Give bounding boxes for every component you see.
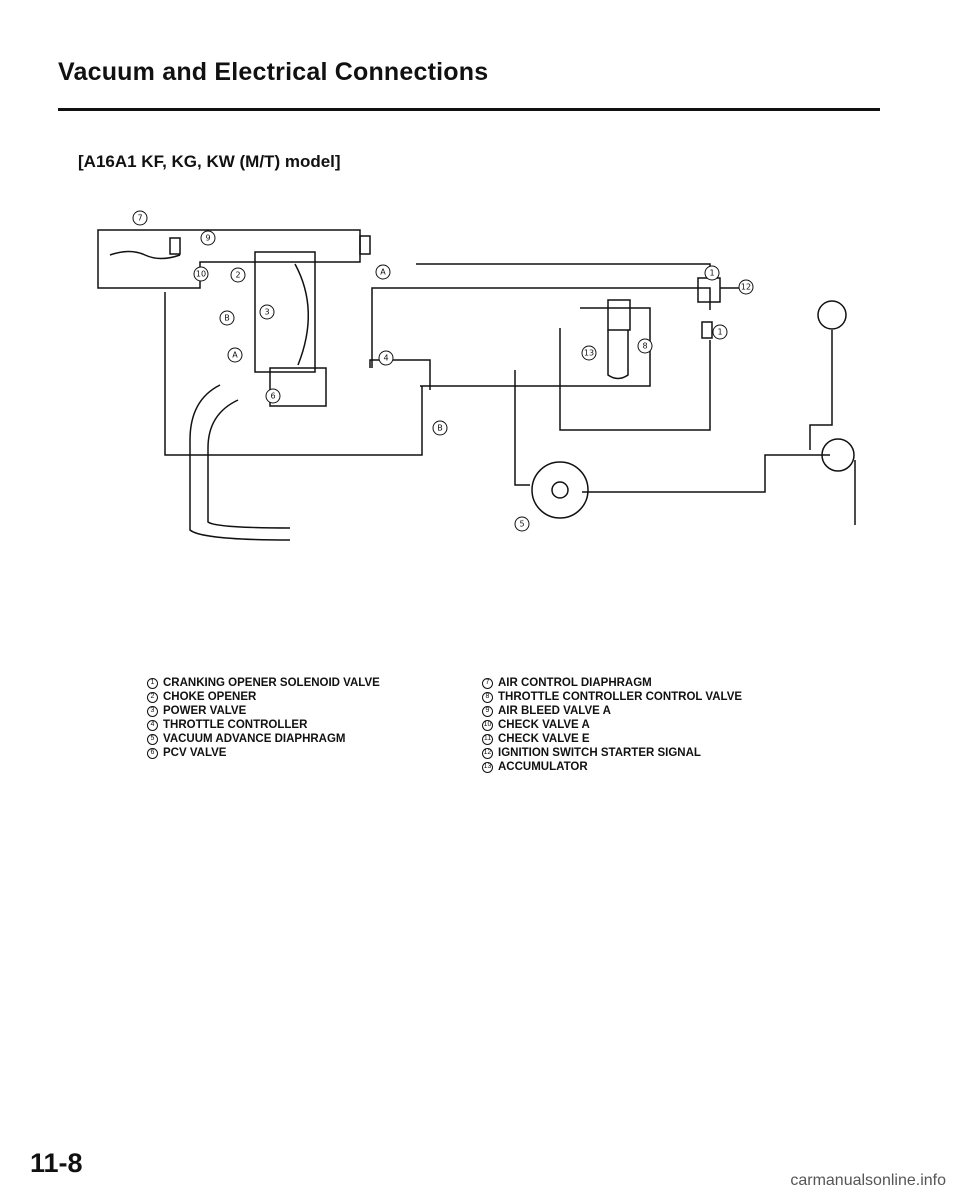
- callout-13: 13: [584, 349, 594, 358]
- legend-number: 7: [482, 677, 493, 689]
- throttle-controller-control-valve: [607, 299, 631, 331]
- pcv-housing: [269, 367, 327, 407]
- page-title: Vacuum and Electrical Connections: [58, 58, 489, 86]
- legend-number: 13: [482, 761, 493, 773]
- legend-label: AIR BLEED VALVE A: [498, 705, 611, 717]
- callout-5: 5: [519, 520, 524, 529]
- callout-1-top: 1: [709, 269, 714, 278]
- legend-number: 6: [147, 747, 158, 759]
- callout-1-lower: 1: [717, 328, 722, 337]
- legend-item: 2 CHOKE OPENER: [147, 690, 380, 704]
- callout-6: 6: [270, 392, 275, 401]
- legend-number: 12: [482, 747, 493, 759]
- vacuum-line-throttle: [369, 359, 431, 390]
- vacuum-line-upper: [416, 263, 711, 278]
- legend-item: 5 VACUUM ADVANCE DIAPHRAGM: [147, 732, 380, 746]
- cranking-opener-solenoid-valve: [697, 277, 721, 303]
- legend-number: 3: [147, 705, 158, 717]
- vacuum-line-mid: [420, 307, 651, 387]
- callout-a-left: A: [232, 351, 238, 360]
- legend-item: 4 THROTTLE CONTROLLER: [147, 718, 380, 732]
- carburetor-body: [254, 251, 316, 373]
- legend-item: 13 ACCUMULATOR: [482, 760, 742, 774]
- legend-label: PCV VALVE: [163, 747, 227, 759]
- legend-number: 5: [147, 733, 158, 745]
- accumulator: [607, 330, 629, 380]
- vacuum-line-advance: [514, 370, 530, 486]
- ignition-switch: [821, 438, 855, 472]
- callout-b-mid: B: [437, 424, 443, 433]
- legend-number: 1: [147, 677, 158, 689]
- callout-10: 10: [196, 270, 206, 279]
- vacuum-line-main: [164, 292, 423, 456]
- page-number: 11-8: [30, 1148, 83, 1178]
- ignition-line: [809, 330, 833, 450]
- distributor-center: [551, 481, 569, 499]
- legend-label: IGNITION SWITCH STARTER SIGNAL: [498, 747, 701, 759]
- legend-label: THROTTLE CONTROLLER: [163, 719, 308, 731]
- legend-label: THROTTLE CONTROLLER CONTROL VALVE: [498, 691, 743, 703]
- legend-item: 6 PCV VALVE: [147, 746, 380, 760]
- check-valve-e: [701, 321, 713, 339]
- callout-9: 9: [205, 234, 210, 243]
- callout-3: 3: [264, 308, 269, 317]
- legend-item: 10 CHECK VALVE A: [482, 718, 742, 732]
- venturi: [294, 263, 310, 366]
- legend-label: CHOKE OPENER: [163, 691, 257, 703]
- legend-label: ACCUMULATOR: [498, 761, 588, 773]
- legend-label: CHECK VALVE A: [498, 719, 590, 731]
- model-label: [A16A1 KF, KG, KW (M/T) model]: [78, 152, 341, 171]
- callout-12: 12: [741, 283, 751, 292]
- vacuum-diagram: 7 9 10 2 3 B A A 4 6 B 1 12 8 13 1 5: [97, 210, 856, 541]
- callout-8: 8: [642, 342, 647, 351]
- legend-item: 3 POWER VALVE: [147, 704, 380, 718]
- air-bleed-right: [359, 235, 371, 255]
- legend-right: 7 AIR CONTROL DIAPHRAGM 8 THROTTLE CONTROL…: [482, 676, 742, 774]
- legend-label: POWER VALVE: [163, 705, 247, 717]
- watermark: carmanualsonline.info: [790, 1172, 946, 1189]
- legend-number: 11: [482, 733, 493, 745]
- legend-number: 10: [482, 719, 493, 731]
- legend-left: 1 CRANKING OPENER SOLENOID VALVE 2 CHOKE O…: [147, 676, 380, 760]
- legend-item: 11 CHECK VALVE E: [482, 732, 742, 746]
- elbow-hose: [189, 384, 291, 541]
- legend-label: CHECK VALVE E: [498, 733, 590, 745]
- legend-number: 2: [147, 691, 158, 703]
- elbow-hose-inner: [207, 399, 291, 529]
- legend-number: 4: [147, 719, 158, 731]
- vacuum-line-loop: [371, 287, 711, 368]
- vacuum-line-accumulator: [559, 328, 711, 431]
- callout-4: 4: [383, 354, 388, 363]
- legend-label: VACUUM ADVANCE DIAPHRAGM: [163, 733, 346, 745]
- callout-7: 7: [137, 214, 142, 223]
- advance-wire: [582, 454, 830, 493]
- callout-b-left: B: [224, 314, 230, 323]
- legend-item: 12 IGNITION SWITCH STARTER SIGNAL: [482, 746, 742, 760]
- legend-label: CRANKING OPENER SOLENOID VALVE: [163, 677, 380, 689]
- callout-a-right: A: [380, 268, 386, 277]
- legend-item: 1 CRANKING OPENER SOLENOID VALVE: [147, 676, 380, 690]
- legend-number: 9: [482, 705, 493, 717]
- ignition-coil: [817, 300, 847, 330]
- legend-label: AIR CONTROL DIAPHRAGM: [498, 677, 652, 689]
- callout-2: 2: [235, 271, 240, 280]
- air-cleaner-housing: [97, 229, 361, 289]
- legend-item: 8 THROTTLE CONTROLLER CONTROL VALVE: [482, 690, 742, 704]
- legend-number: 8: [482, 691, 493, 703]
- distributor: [531, 461, 589, 519]
- intake-duct: [109, 250, 181, 260]
- air-bleed-valve-a: [169, 237, 181, 255]
- legend-item: 7 AIR CONTROL DIAPHRAGM: [482, 676, 742, 690]
- legend-item: 9 AIR BLEED VALVE A: [482, 704, 742, 718]
- title-rule: [58, 108, 880, 111]
